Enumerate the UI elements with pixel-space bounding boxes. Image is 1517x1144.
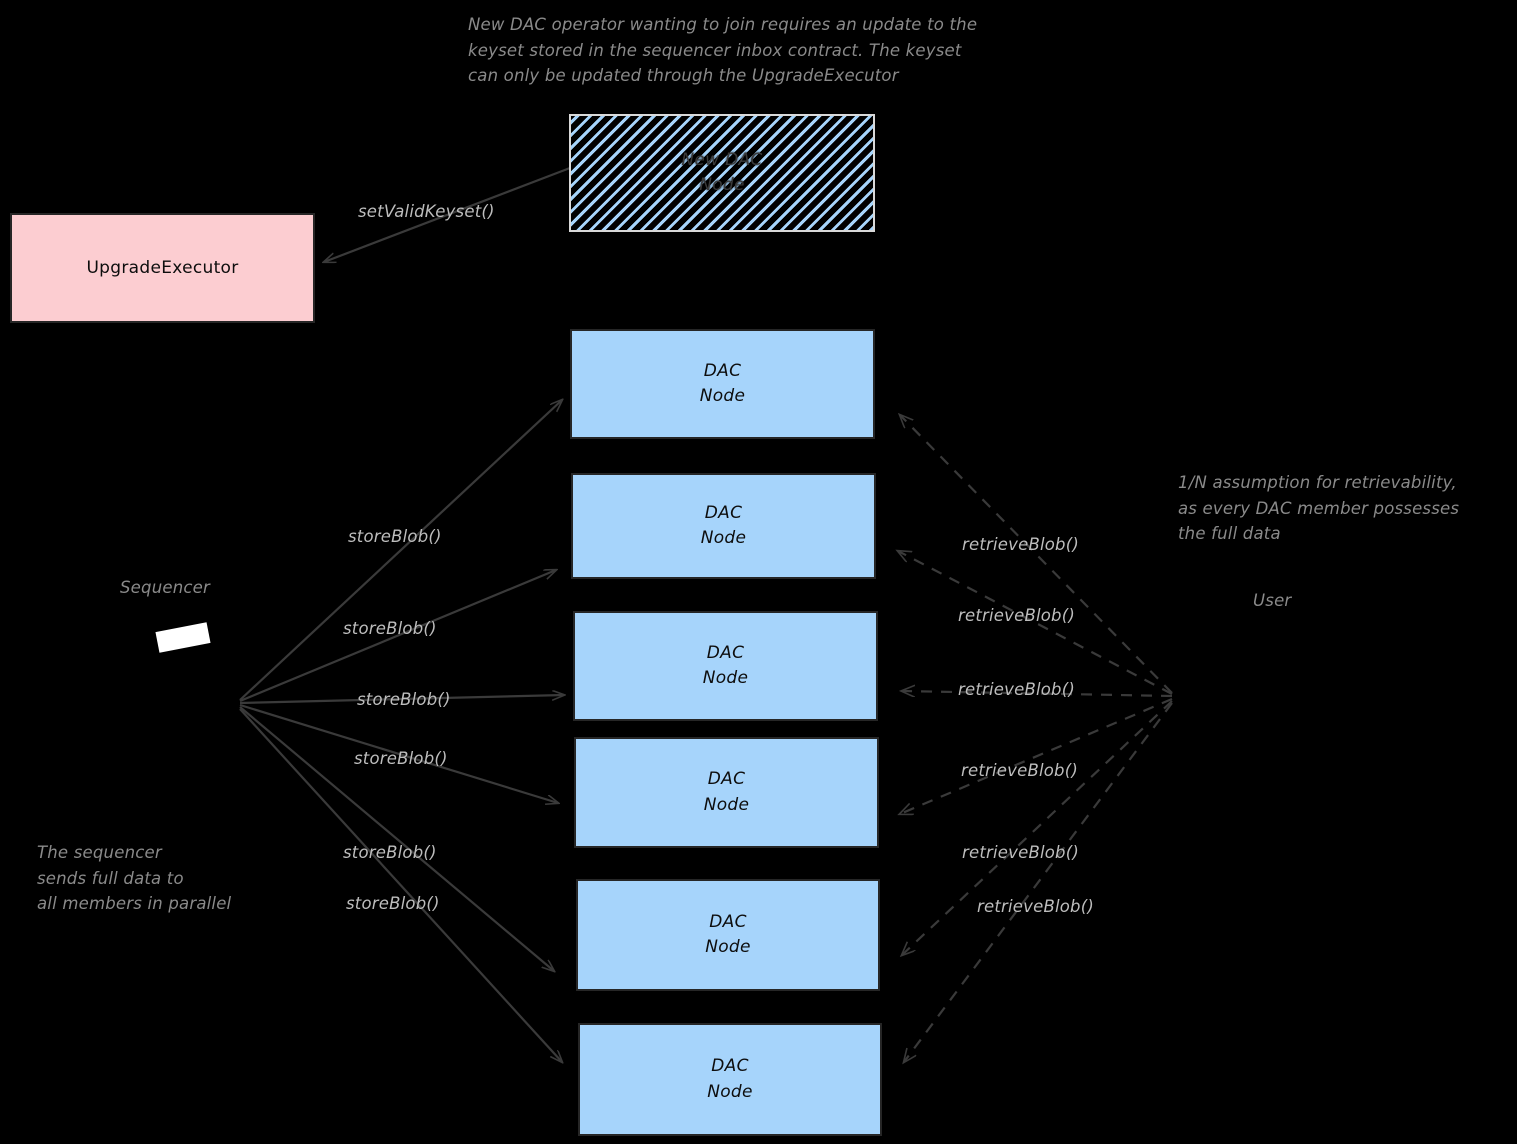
dac-node-label-line1: DAC xyxy=(703,360,742,381)
edge-label-set-valid-keyset: setValidKeyset() xyxy=(358,202,495,221)
edge-label-retrieve-blob-1: retrieveBlob() xyxy=(962,535,1079,554)
dac-node-label-line1: DAC xyxy=(706,642,745,663)
sequencer-label: Sequencer xyxy=(120,578,210,597)
dac-node-label-line2: Node xyxy=(707,1081,753,1102)
dac-node-box-1: DAC Node xyxy=(570,329,875,439)
edge-label-retrieve-blob-2: retrieveBlob() xyxy=(958,606,1075,625)
sequencer-parallel-note: The sequencer sends full data to all mem… xyxy=(37,843,232,914)
edge-label-retrieve-blob-6: retrieveBlob() xyxy=(977,897,1094,916)
dac-node-label-line2: Node xyxy=(699,386,746,406)
dac-node-label-line1: DAC xyxy=(707,769,746,789)
edge-label-store-blob-1: storeBlob() xyxy=(348,527,442,546)
dac-node-label-line1: DAC xyxy=(709,911,747,932)
edge-label-store-blob-5: storeBlob() xyxy=(343,843,437,862)
edge-set-valid-keyset xyxy=(324,166,571,262)
dac-node-box-3: DAC Node xyxy=(573,611,878,721)
edge-label-store-blob-3: storeBlob() xyxy=(357,690,451,709)
edge-label-retrieve-blob-3: retrieveBlob() xyxy=(958,680,1075,699)
new-dac-node-line2: Node xyxy=(699,175,745,195)
edge-label-retrieve-blob-5: retrieveBlob() xyxy=(962,843,1079,862)
user-label: User xyxy=(1253,591,1292,610)
new-dac-node-line1: New DAC xyxy=(681,149,763,170)
dac-node-label-line1: DAC xyxy=(711,1056,749,1076)
upgrade-executor-label: UpgradeExecutor xyxy=(86,258,239,278)
edge-label-retrieve-blob-4: retrieveBlob() xyxy=(961,761,1078,780)
edge-label-store-blob-4: storeBlob() xyxy=(354,749,448,768)
upgrade-executor-box: UpgradeExecutor xyxy=(10,213,315,323)
dac-node-box-2: DAC Node xyxy=(571,473,876,579)
edge-store-blob-group xyxy=(239,400,564,1062)
dac-node-box-4: DAC Node xyxy=(574,737,879,848)
edge-label-store-blob-2: storeBlob() xyxy=(343,619,437,638)
dac-node-box-5: DAC Node xyxy=(576,879,880,991)
new-dac-node-box: New DAC Node xyxy=(569,114,875,232)
dac-node-label-line2: Node xyxy=(703,794,750,815)
dac-node-label-line1: DAC xyxy=(704,502,743,523)
dac-node-label-line2: Node xyxy=(705,937,751,957)
dac-node-label-line2: Node xyxy=(700,528,747,548)
dac-node-box-6: DAC Node xyxy=(578,1023,882,1136)
dac-node-label-line2: Node xyxy=(702,668,749,688)
edge-retrieve-blob-group xyxy=(898,415,1173,1062)
retrievability-note: 1/N assumption for retrievability, as ev… xyxy=(1178,473,1460,544)
edge-label-store-blob-6: storeBlob() xyxy=(346,894,440,913)
new-dac-operator-note: New DAC operator wanting to join require… xyxy=(468,15,978,86)
